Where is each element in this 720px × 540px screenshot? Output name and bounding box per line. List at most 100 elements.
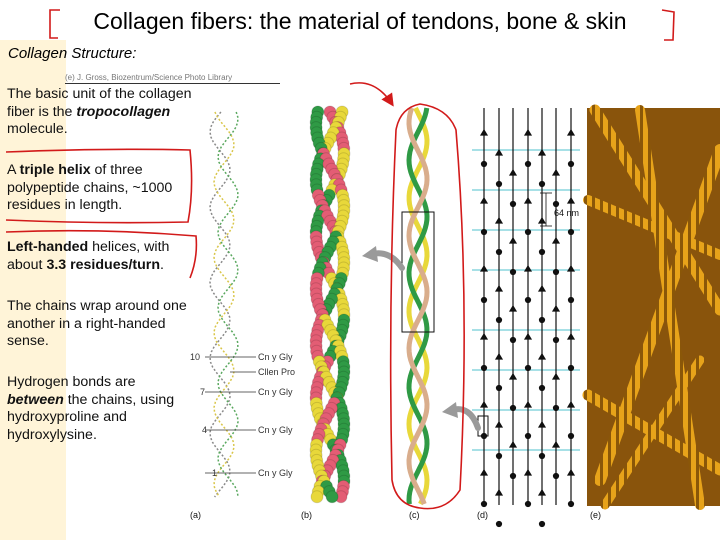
residue-number: 1 [212, 468, 217, 478]
molecule-end-dot [480, 364, 488, 372]
paragraph-chains-wrap: The chains wrap around one another in a … [7, 298, 187, 349]
atom-sphere [325, 490, 339, 504]
paragraph-basic-unit: The basic unit of the collagen fiber is … [7, 86, 192, 137]
direction-arrowhead [494, 216, 504, 224]
direction-arrowhead [479, 400, 489, 408]
panel-label: (e) [590, 510, 601, 520]
direction-arrowhead [523, 332, 533, 340]
direction-arrowhead [537, 420, 547, 428]
section-subtitle: Collagen Structure: [8, 45, 137, 62]
molecule-end-dot [567, 228, 575, 236]
image-credit: (e) J. Gross, Biozentrum/Science Photo L… [65, 73, 280, 84]
molecule-end-dot [524, 296, 532, 304]
direction-arrowhead [479, 196, 489, 204]
pointer-arrowhead [362, 246, 378, 262]
residue-label: Cn y Gly [258, 387, 293, 397]
stick-chain [217, 111, 239, 498]
direction-arrowhead [479, 332, 489, 340]
molecule-end-dot [509, 472, 517, 480]
molecule-end-dot [538, 180, 546, 188]
direction-arrowhead [551, 372, 561, 380]
paragraph-left-handed: Left-handed helices, with about 3.3 resi… [7, 239, 170, 273]
direction-arrowhead [494, 488, 504, 496]
direction-arrowhead [566, 196, 576, 204]
residue-label: Cllen Pro [258, 367, 295, 377]
left-handed-underline [5, 229, 198, 279]
direction-arrowhead [523, 196, 533, 204]
molecule-end-dot [538, 384, 546, 392]
page-title: Collagen fibers: the material of tendons… [93, 8, 627, 34]
direction-arrowhead [508, 236, 518, 244]
molecule-end-dot [524, 364, 532, 372]
residue-leader-lines [205, 356, 256, 474]
direction-arrowhead [494, 352, 504, 360]
title-bracket-right [661, 9, 675, 41]
molecule-end-dot [552, 472, 560, 480]
panel-label: (b) [301, 510, 312, 520]
molecule-end-dot [552, 336, 560, 344]
direction-arrowhead [566, 332, 576, 340]
title-bracket-left [49, 9, 60, 39]
direction-arrowhead [523, 264, 533, 272]
helix-pointer-arrow [349, 82, 394, 107]
atom-sphere [310, 490, 324, 504]
direction-arrowhead [551, 304, 561, 312]
residue-label: Cn y Gly [258, 425, 293, 435]
residue-number: 10 [190, 352, 200, 362]
panel-label: (d) [477, 510, 488, 520]
molecule-end-dot [552, 268, 560, 276]
molecule-end-dot [524, 500, 532, 508]
red-annotations [5, 9, 675, 510]
molecule-end-dot [567, 500, 575, 508]
molecule-end-dot [567, 364, 575, 372]
molecule-end-dot [524, 432, 532, 440]
molecule-end-dot [495, 520, 503, 528]
stick-chain [209, 111, 231, 498]
molecule-end-dot [538, 316, 546, 324]
molecule-end-dot [509, 200, 517, 208]
direction-arrowhead [508, 168, 518, 176]
direction-arrowhead [523, 468, 533, 476]
helix-circle [389, 103, 465, 510]
direction-arrowhead [508, 372, 518, 380]
molecule-end-dot [480, 228, 488, 236]
molecule-end-dot [552, 200, 560, 208]
residue-label: Cn y Gly [258, 468, 293, 478]
molecule-end-dot [480, 500, 488, 508]
molecule-end-dot [567, 160, 575, 168]
molecule-end-dot [552, 404, 560, 412]
triple-helix-panel [401, 106, 489, 506]
molecule-end-dot [538, 520, 546, 528]
molecule-end-dot [495, 248, 503, 256]
molecule-end-dot [567, 432, 575, 440]
direction-arrowhead [523, 400, 533, 408]
molecule-end-dot [524, 160, 532, 168]
space-filling-model [309, 105, 351, 504]
direction-arrowhead [566, 264, 576, 272]
direction-arrowhead [494, 284, 504, 292]
direction-arrowhead [551, 236, 561, 244]
direction-arrowhead [494, 420, 504, 428]
panel-label: (c) [409, 510, 420, 520]
molecule-end-dot [495, 452, 503, 460]
direction-arrowhead [479, 128, 489, 136]
stick-model [209, 111, 239, 498]
molecule-end-dot [509, 336, 517, 344]
stick-chain [213, 111, 235, 498]
direction-arrowhead [537, 148, 547, 156]
direction-arrowhead [479, 468, 489, 476]
direction-arrowhead [551, 168, 561, 176]
direction-arrowhead [566, 128, 576, 136]
molecule-end-dot [567, 296, 575, 304]
slide-side-band [0, 40, 66, 540]
molecule-end-dot [524, 228, 532, 236]
micrograph-panel [582, 104, 720, 510]
direction-arrowhead [537, 352, 547, 360]
paragraph-hydrogen-bonds: Hydrogen bonds are between the chains, u… [7, 374, 175, 443]
triple-helix-underline [5, 148, 193, 224]
pointer-arrowhead [442, 402, 458, 418]
scale-label: 64 nm [554, 208, 579, 218]
direction-arrowhead [566, 400, 576, 408]
direction-arrowhead [537, 284, 547, 292]
residue-number: 4 [202, 425, 207, 435]
